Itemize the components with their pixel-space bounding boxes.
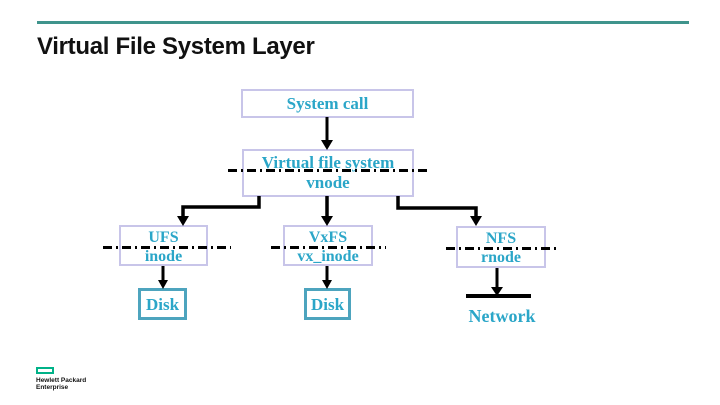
vxfs-node: VxFS vx_inode xyxy=(283,225,373,266)
arrow-vfs-to-ufs xyxy=(181,196,261,217)
nfs-label-bottom: rnode xyxy=(481,249,521,266)
system-call-node: System call xyxy=(241,89,414,118)
ufs-label-top: UFS xyxy=(148,229,179,246)
network-label: Network xyxy=(468,306,536,326)
header-rule xyxy=(37,21,689,24)
arrowhead-nfs-to-network xyxy=(491,287,503,296)
hpe-logo-line2: Enterprise xyxy=(36,384,69,391)
vxfs-label-bottom: vx_inode xyxy=(297,248,359,265)
ufs-node: UFS inode xyxy=(119,225,208,266)
vfs-node: Virtual file system vnode xyxy=(242,149,414,197)
nfs-label-top: NFS xyxy=(485,230,517,247)
hpe-logo-text: Hewlett Packard Enterprise xyxy=(36,377,86,391)
disk-ufs-node: Disk xyxy=(138,288,187,320)
vfs-label-top: Virtual file system xyxy=(261,153,395,172)
system-call-label: System call xyxy=(286,94,369,113)
hpe-element-icon xyxy=(36,367,54,374)
page-title: Virtual File System Layer xyxy=(37,33,315,60)
nfs-node: NFS rnode xyxy=(456,226,546,268)
disk-vxfs-label: Disk xyxy=(310,294,345,314)
arrowhead-vfs-to-nfs xyxy=(470,216,482,226)
vfs-label-bottom: vnode xyxy=(306,173,350,192)
disk-ufs-label: Disk xyxy=(145,294,180,314)
hpe-logo-line1: Hewlett Packard xyxy=(36,377,87,384)
arrow-vfs-to-nfs xyxy=(396,196,478,217)
vxfs-label-top: VxFS xyxy=(308,229,348,246)
disk-vxfs-node: Disk xyxy=(304,288,351,320)
ufs-label-bottom: inode xyxy=(144,248,183,265)
